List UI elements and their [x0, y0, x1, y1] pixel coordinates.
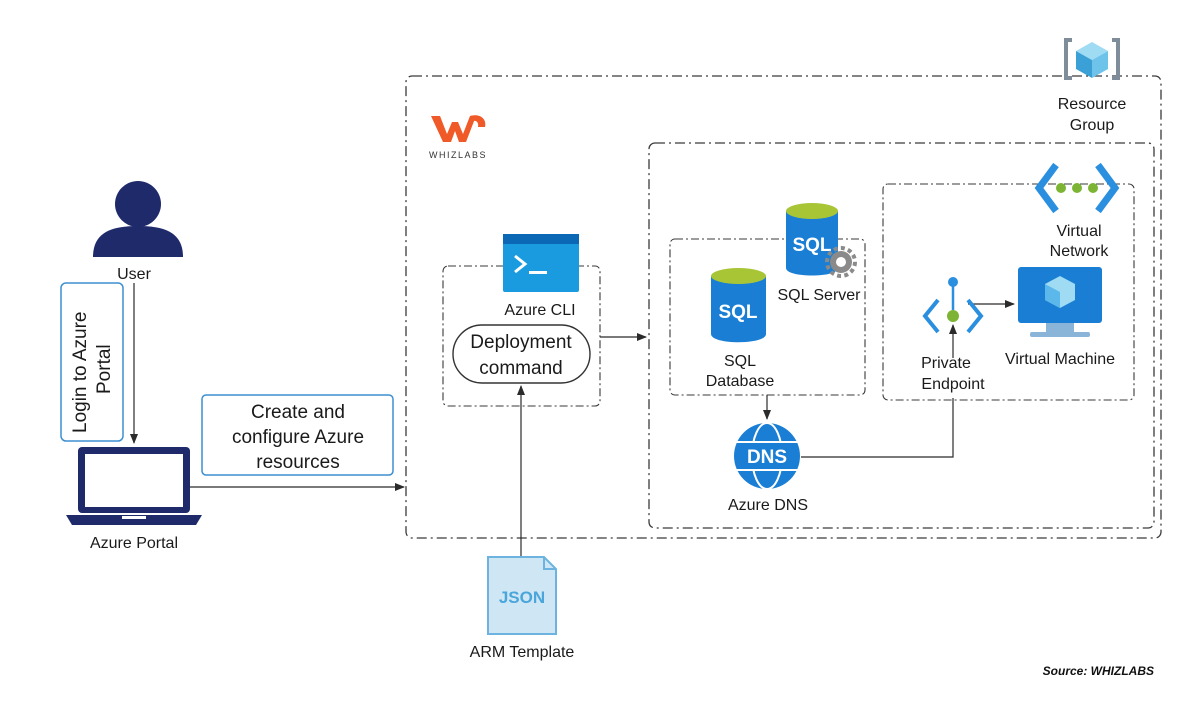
private-endpoint-label-1: Private	[921, 355, 971, 372]
private-endpoint-icon	[922, 277, 984, 334]
sql-database-label-1: SQL	[724, 353, 756, 370]
resource-group-icon	[1064, 38, 1120, 80]
json-icon-text: JSON	[499, 588, 545, 607]
json-file-icon: JSON	[487, 556, 557, 635]
login-note-line-1: Login to Azure	[70, 312, 91, 433]
virtual-machine-icon	[1018, 267, 1102, 337]
gear-icon	[825, 246, 857, 278]
virtual-network-boundary	[882, 183, 1135, 401]
resource-group-boundary	[405, 75, 1162, 539]
laptop-icon	[66, 447, 202, 525]
resource-group-label-1: Resource	[1058, 96, 1127, 113]
dns-icon-text: DNS	[747, 447, 787, 468]
sql-database-label-2: Database	[706, 373, 775, 390]
virtual-machine-label: Virtual Machine	[1005, 351, 1115, 368]
private-endpoint-label-2: Endpoint	[921, 376, 985, 393]
logo-text: WHIZLABS	[429, 150, 487, 160]
create-note-box	[201, 394, 394, 476]
create-note-line-3: resources	[256, 452, 339, 473]
sql-database-icon: SQL	[711, 268, 766, 343]
source-credit: Source: WHIZLABS	[1043, 664, 1154, 678]
sql-server-label: SQL Server	[778, 287, 862, 304]
sql-network-boundary	[648, 142, 1155, 529]
virtual-network-icon	[1034, 162, 1120, 214]
sql-database-icon-text: SQL	[718, 302, 757, 323]
azure-portal-label: Azure Portal	[90, 535, 178, 552]
sql-server-icon-text: SQL	[792, 235, 831, 256]
azure-dns-label: Azure DNS	[728, 497, 808, 514]
deployment-command-node	[452, 324, 591, 384]
sql-server-icon: SQL	[786, 203, 857, 278]
virtual-network-label-1: Virtual	[1056, 223, 1101, 240]
create-note-line-2: configure Azure	[232, 427, 364, 448]
login-note-line-2: Portal	[94, 344, 115, 394]
deployment-line-2: command	[479, 358, 562, 379]
user-label: User	[117, 266, 151, 283]
terminal-icon	[503, 234, 579, 292]
dns-to-endpoint-line	[801, 398, 954, 458]
resource-group-label-2: Group	[1070, 117, 1115, 134]
whizlabs-logo: WHIZLABS	[429, 115, 487, 160]
user-icon	[93, 181, 183, 257]
login-note-box	[60, 282, 124, 442]
deployment-line-1: Deployment	[470, 332, 572, 353]
azure-cli-label: Azure CLI	[504, 302, 575, 319]
cli-boundary	[442, 265, 601, 407]
create-note-line-1: Create and	[251, 402, 345, 423]
dns-globe-icon: DNS	[734, 422, 800, 490]
virtual-network-label-2: Network	[1050, 243, 1110, 260]
arm-template-label: ARM Template	[470, 644, 575, 661]
